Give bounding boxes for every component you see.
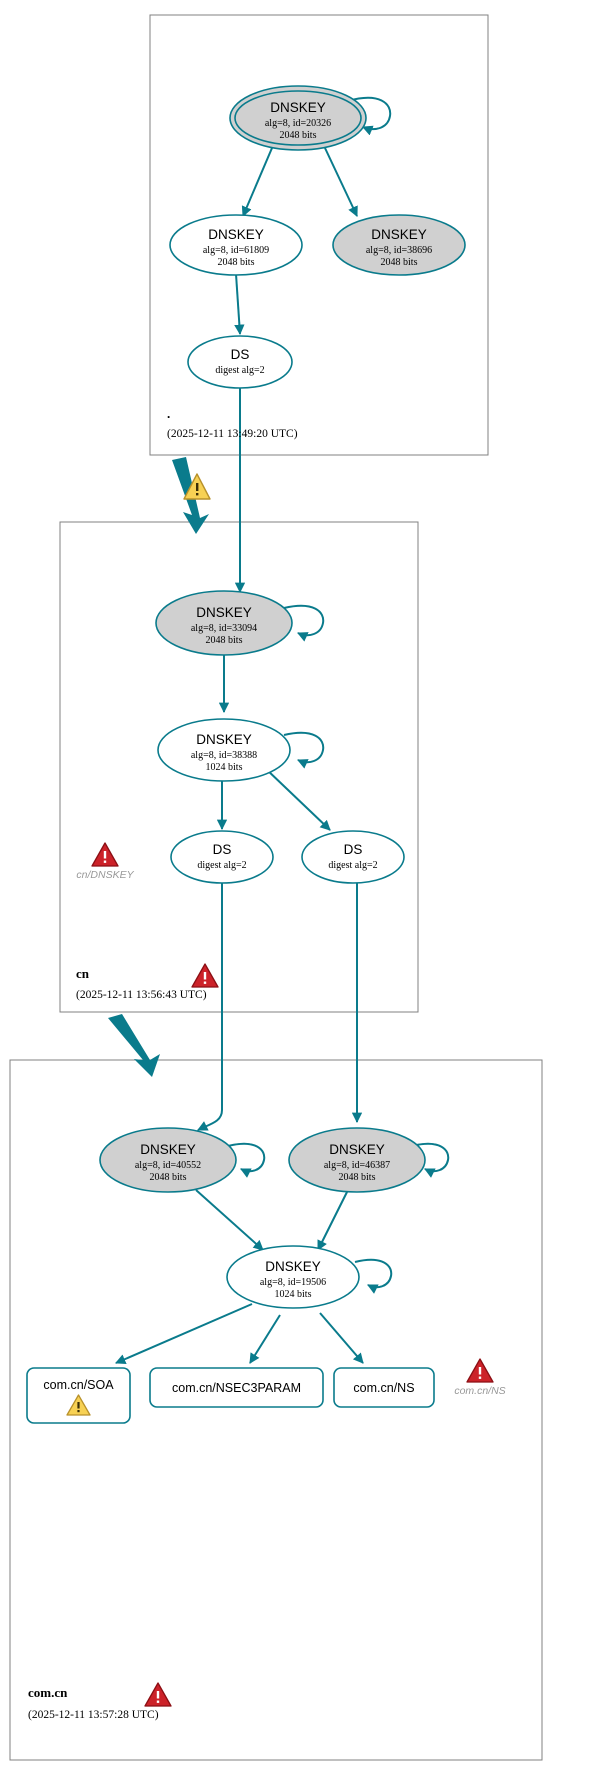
node-title: DS [213,842,232,857]
node-title: DNSKEY [265,1259,321,1274]
node-line1: alg=8, id=33094 [191,623,257,634]
node-root-ds[interactable]: DS digest alg=2 [187,335,293,389]
error-triangle-icon-zone-cn [191,963,219,988]
edge-cn-ksk-selfsign [283,604,325,642]
node-line1: digest alg=2 [328,860,377,871]
node-title: DNSKEY [196,732,252,747]
error-triangle-icon-zone-comcn [144,1682,172,1707]
rrset-comcn-ns[interactable]: com.cn/NS [333,1367,435,1408]
edge-root-zsk-to-ds [234,273,245,336]
rrset-label: com.cn/NSEC3PARAM [172,1381,301,1395]
edge-root-ksk-to-zsk61809 [241,147,273,217]
rrset-label: com.cn/NS [353,1381,414,1395]
edge-comcn-19506-to-soa [115,1303,253,1365]
node-title: DNSKEY [208,227,264,242]
node-line2: 1024 bits [275,1289,312,1300]
edge-cn-zsk-to-ds-right [264,767,331,831]
error-label-comcn-ns: com.cn/NS [454,1385,505,1397]
zone-timestamp-comcn: (2025-12-11 13:57:28 UTC) [28,1709,159,1721]
node-line2: 2048 bits [218,257,255,268]
edge-root-ksk-to-key38696 [324,147,358,217]
error-label-cn-dnskey: cn/DNSKEY [76,869,134,881]
node-line1: digest alg=2 [197,860,246,871]
zone-label-comcn: com.cn [28,1685,68,1700]
node-title: DNSKEY [270,100,326,115]
error-triangle-icon-cn-dnskey [91,842,119,867]
node-line2: 2048 bits [280,130,317,141]
node-comcn-zsk-19506[interactable]: DNSKEY alg=8, id=19506 1024 bits [226,1245,360,1309]
edge-comcn-46387-to-19506 [317,1189,349,1251]
rrset-comcn-soa[interactable]: com.cn/SOA [26,1367,131,1424]
node-title: DNSKEY [140,1142,196,1157]
node-cn-ds-right[interactable]: DS digest alg=2 [301,830,405,884]
warning-triangle-icon-soa [66,1394,91,1416]
zone-label-root: . [167,406,170,421]
edge-comcn-46387-selfsign [411,1142,450,1178]
node-title: DNSKEY [371,227,427,242]
node-comcn-key-40552[interactable]: DNSKEY alg=8, id=40552 2048 bits [99,1127,237,1193]
warning-triangle-icon-deleg-root-cn [183,473,211,500]
edge-comcn-19506-selfsign [354,1258,393,1294]
node-line1: alg=8, id=38388 [191,750,257,761]
rrset-label: com.cn/SOA [43,1378,114,1392]
edge-root-ksk-selfsign [347,96,392,136]
delegation-cn-to-comcn [108,1014,160,1077]
edge-cn-zsk-selfsign [283,731,325,769]
zone-timestamp-cn: (2025-12-11 13:56:43 UTC) [76,989,207,1001]
node-line2: 2048 bits [150,1172,187,1183]
node-cn-ksk-33094[interactable]: DNSKEY alg=8, id=33094 2048 bits [155,590,293,656]
node-title: DS [344,842,363,857]
node-cn-ds-left[interactable]: DS digest alg=2 [170,830,274,884]
node-line2: 2048 bits [381,257,418,268]
node-line1: alg=8, id=19506 [260,1277,326,1288]
node-root-ksk-20326[interactable]: DNSKEY alg=8, id=20326 2048 bits [229,85,367,151]
node-title: DNSKEY [329,1142,385,1157]
node-line2: 1024 bits [206,762,243,773]
edge-comcn-19506-to-nsec3param [249,1314,281,1364]
node-line2: 2048 bits [206,635,243,646]
zone-label-cn: cn [76,966,90,981]
node-line2: 2048 bits [339,1172,376,1183]
node-line1: digest alg=2 [215,365,264,376]
edge-comcn-19506-to-ns [319,1312,364,1364]
node-line1: alg=8, id=20326 [265,118,331,129]
node-root-key-38696[interactable]: DNSKEY alg=8, id=38696 2048 bits [332,214,466,276]
node-line1: alg=8, id=61809 [203,245,269,256]
rrset-comcn-nsec3param[interactable]: com.cn/NSEC3PARAM [149,1367,324,1408]
node-line1: alg=8, id=40552 [135,1160,201,1171]
node-title: DNSKEY [196,605,252,620]
edge-comcn-40552-to-19506 [195,1189,264,1251]
node-cn-zsk-38388[interactable]: DNSKEY alg=8, id=38388 1024 bits [157,718,291,782]
error-triangle-icon-comcn-ns [466,1358,494,1383]
node-title: DS [231,347,250,362]
node-line1: alg=8, id=46387 [324,1160,390,1171]
edge-comcn-40552-selfsign [227,1142,266,1178]
node-line1: alg=8, id=38696 [366,245,432,256]
node-comcn-key-46387[interactable]: DNSKEY alg=8, id=46387 2048 bits [288,1127,426,1193]
edge-cn-ds-left-to-comcn-40552 [197,882,223,1131]
zone-timestamp-root: (2025-12-11 13:49:20 UTC) [167,428,298,440]
node-root-zsk-61809[interactable]: DNSKEY alg=8, id=61809 2048 bits [169,214,303,276]
